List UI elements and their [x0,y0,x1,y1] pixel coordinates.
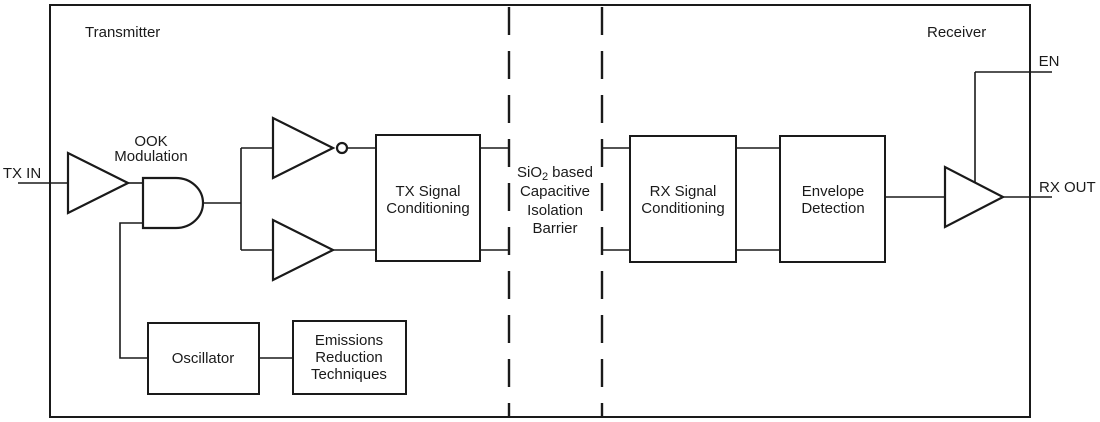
inverter-bubble [335,141,349,155]
isolation-barrier-label-line3: Isolation [527,202,583,219]
emissions-reduction-label-line2: Reduction [315,349,383,366]
chip-boundary-box [49,4,1031,418]
envelope-detection-box [779,135,886,263]
rx-signal-conditioning-label-line2: Conditioning [641,200,724,217]
envelope-detection-label-line1: Envelope [802,183,865,200]
isolation-barrier-annotation: SiO2 based Capacitive Isolation Barrier [517,164,593,237]
rx-signal-conditioning-box [629,135,737,263]
isolation-barrier-label-line2: Capacitive [520,183,590,200]
oscillator-to-and-wire [119,222,148,359]
emissions-reduction-label-line3: Techniques [311,366,387,383]
rx-signal-conditioning-block: RX Signal Conditioning [629,135,737,263]
ook-modulation-label-line1: OOK [134,133,167,150]
ook-modulation-label-line2: Modulation [114,148,187,165]
oscillator-block: Oscillator [147,322,260,395]
rx-out-port-label: RX OUT [1039,179,1096,196]
tx-input-buffer-triangle [66,151,131,215]
envelope-detection-block: Envelope Detection [779,135,886,263]
isolation-barrier-line1-suffix: based [552,164,593,181]
inverter-triangle [271,116,336,180]
tx-signal-conditioning-box [375,134,481,262]
oscillator-box [147,322,260,395]
signal-wires [18,71,1052,359]
sio-formula-subscript: 2 [542,171,548,183]
envelope-detection-label-line2: Detection [801,200,864,217]
and-gate [141,176,205,230]
emissions-reduction-box [292,320,407,395]
rx-output-buffer-triangle [943,165,1006,229]
oscillator-label: Oscillator [172,350,235,367]
tx-signal-conditioning-label-line2: Conditioning [386,200,469,217]
isolation-barrier-label-line4: Barrier [532,220,577,237]
rx-signal-conditioning-label-line1: RX Signal [650,183,717,200]
isolation-barrier-label-line1: SiO2 based [517,164,593,183]
emissions-reduction-label-line1: Emissions [315,332,383,349]
receiver-region-label: Receiver [927,24,986,41]
tx-in-port-label: TX IN [3,165,41,182]
emissions-reduction-block: Emissions Reduction Techniques [292,320,407,395]
transmitter-region-label: Transmitter [85,24,160,41]
tx-signal-conditioning-label-line1: TX Signal [395,183,460,200]
sio-formula-base: SiO [517,164,542,181]
en-port-label: EN [1039,53,1060,70]
tx-signal-conditioning-block: TX Signal Conditioning [375,134,481,262]
non-inverting-buffer-triangle [271,218,336,282]
